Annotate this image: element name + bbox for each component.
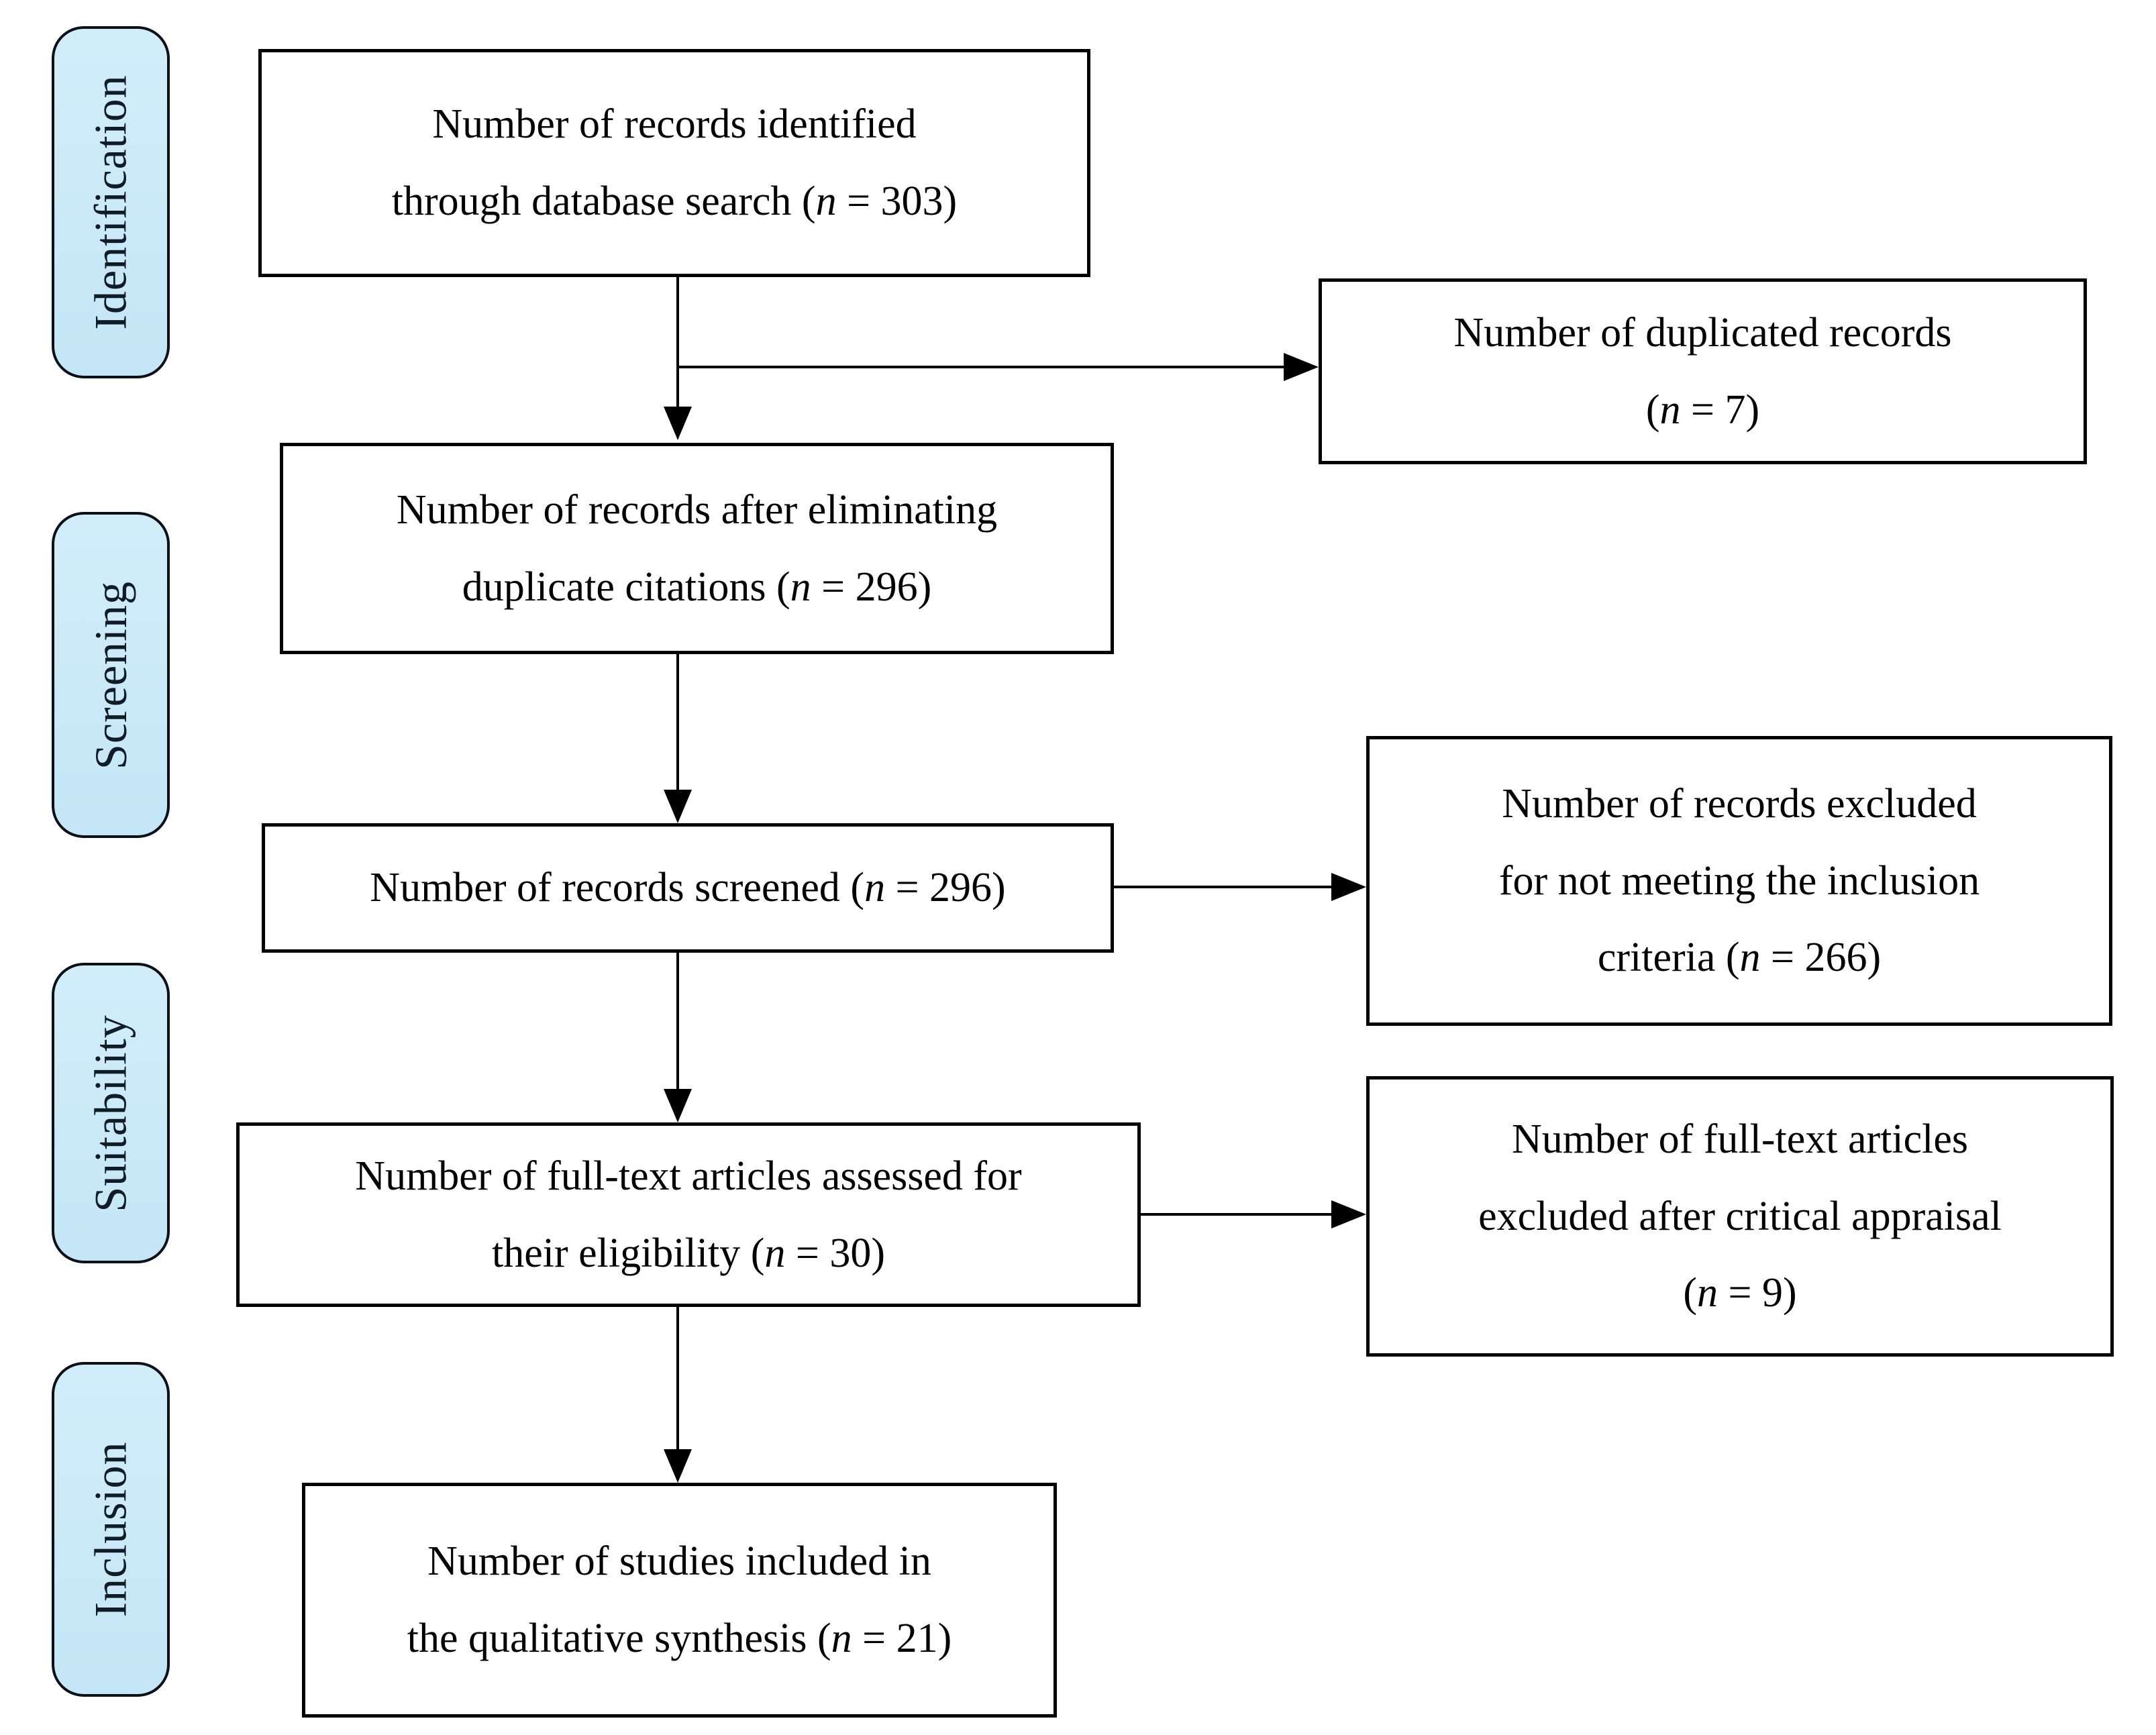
text-line: through database search (n = 303) <box>391 178 958 224</box>
arrow-screened-to-fulltext-head <box>664 1089 692 1122</box>
arrow-to-fulltext-excluded-head <box>1331 1200 1366 1228</box>
stage-label-suitability: Suitability <box>52 963 170 1263</box>
arrow-identified-to-dedup-head <box>664 407 692 440</box>
text-line: excluded after critical appraisal <box>1478 1193 2002 1239</box>
text-line: duplicate citations (n = 296) <box>462 564 932 610</box>
text-line: Number of studies included in <box>427 1538 931 1585</box>
text-line: Number of full-text articles <box>1511 1116 1969 1162</box>
text-line: Number of records excluded <box>1502 780 1977 827</box>
flow-box-records-screened: Number of records screened (n = 296) <box>262 823 1114 953</box>
side-box-fulltext-excluded: Number of full-text articles excluded aft… <box>1366 1076 2114 1357</box>
stage-label-identification-text: Identification <box>85 74 136 330</box>
stage-label-inclusion-text: Inclusion <box>85 1441 136 1618</box>
text-line: (n = 7) <box>1645 386 1760 433</box>
arrow-identified-to-dedup-line <box>676 277 679 409</box>
stage-label-suitability-text: Suitability <box>85 1014 136 1212</box>
arrow-dedup-to-screened-line <box>676 654 679 792</box>
stage-label-inclusion: Inclusion <box>52 1362 170 1697</box>
flow-box-records-identified: Number of records identified through data… <box>258 49 1090 277</box>
text-line: for not meeting the inclusion <box>1498 857 1980 904</box>
arrow-fulltext-to-included-head <box>664 1449 692 1483</box>
text-line: Number of records after eliminating <box>396 486 998 533</box>
arrow-screened-to-fulltext-line <box>676 953 679 1092</box>
stage-label-identification: Identification <box>52 26 170 378</box>
arrow-dedup-to-screened-head <box>664 790 692 823</box>
text-line: Number of full-text articles assessed fo… <box>355 1153 1022 1199</box>
arrow-to-duplicated-records-head <box>1284 353 1319 381</box>
arrow-to-fulltext-excluded-line <box>1141 1213 1334 1216</box>
text-line: criteria (n = 266) <box>1597 935 1882 981</box>
text-line: their eligibility (n = 30) <box>492 1230 885 1276</box>
arrow-fulltext-to-included-line <box>676 1307 679 1452</box>
side-box-records-excluded: Number of records excluded for not meetin… <box>1366 736 2112 1026</box>
flow-box-records-after-dedup: Number of records after eliminating dupli… <box>280 443 1114 654</box>
arrow-to-duplicated-records-line <box>678 366 1286 368</box>
text-line: Number of duplicated records <box>1453 309 1952 356</box>
text-line: Number of records screened (n = 296) <box>370 865 1006 911</box>
arrow-to-records-excluded-line <box>1114 886 1334 888</box>
arrow-to-records-excluded-head <box>1331 873 1366 901</box>
stage-label-screening-text: Screening <box>85 580 136 770</box>
stage-label-screening: Screening <box>52 512 170 838</box>
text-line: Number of records identified <box>432 101 917 148</box>
flow-box-studies-included: Number of studies included in the qualita… <box>302 1483 1057 1718</box>
side-box-duplicated-records: Number of duplicated records (n = 7) <box>1319 278 2087 464</box>
flow-box-fulltext-assessed: Number of full-text articles assessed fo… <box>236 1122 1141 1307</box>
text-line: the qualitative synthesis (n = 21) <box>407 1616 952 1661</box>
text-line: (n = 9) <box>1683 1270 1797 1316</box>
